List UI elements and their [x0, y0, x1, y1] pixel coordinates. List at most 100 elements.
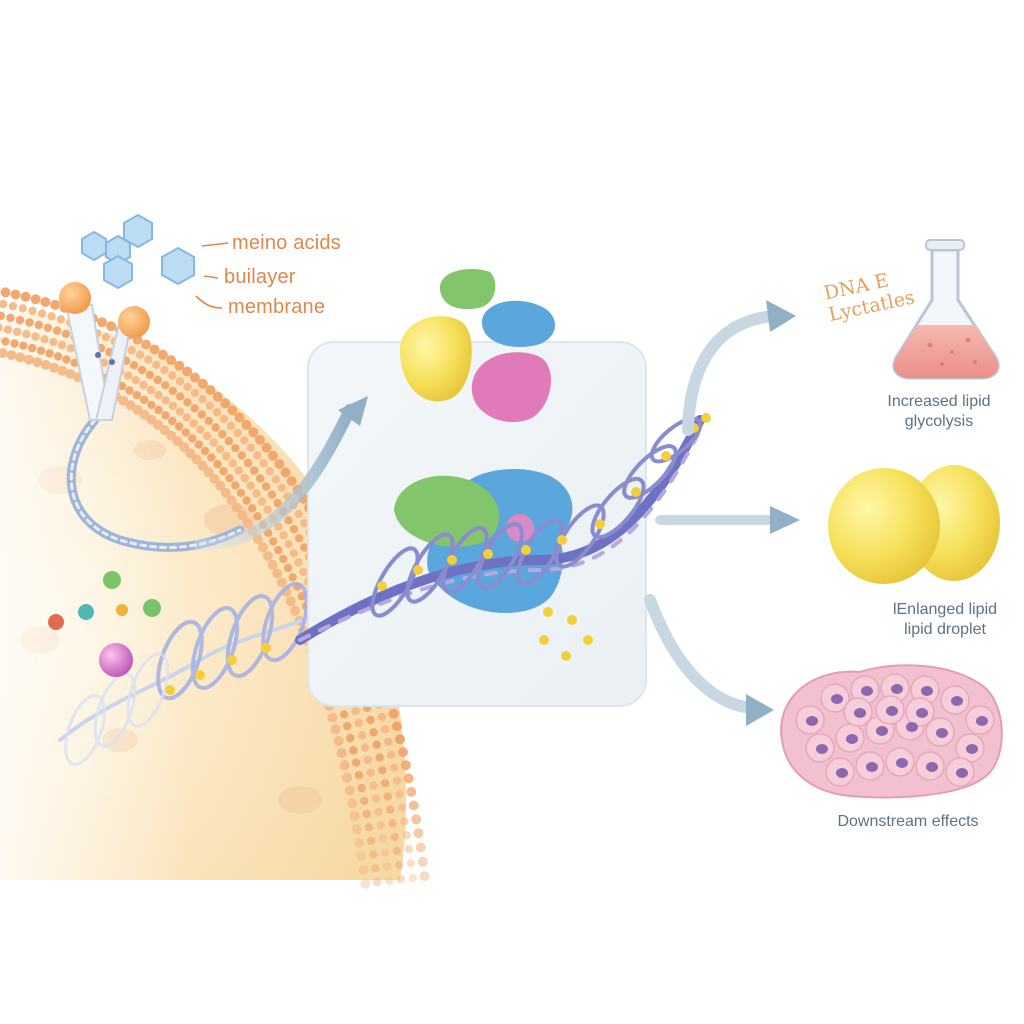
lipid-head [241, 419, 252, 430]
lipid-head [1, 337, 10, 346]
lipid-head [182, 413, 192, 422]
nucleotide-dot [561, 651, 571, 661]
lipid-head [390, 832, 399, 842]
lipid-droplet-icon [828, 465, 1000, 584]
lipid-head [248, 427, 259, 438]
lipid-head [369, 850, 378, 859]
lipid-head [28, 306, 37, 316]
lipid-head [227, 405, 238, 416]
lipid-head [234, 466, 243, 475]
lipid-head [179, 442, 190, 453]
lipid-head [196, 425, 205, 434]
lipid-head [299, 567, 308, 577]
nucleotide-dot [701, 413, 711, 423]
lipid-head [265, 467, 274, 476]
lipid-head [231, 444, 240, 453]
lipid-head [218, 430, 227, 439]
lipid-head [259, 459, 268, 468]
lipid-head [377, 712, 387, 722]
lipid-head [339, 710, 349, 719]
cell-nucleus [976, 716, 988, 726]
cell-nucleus [846, 734, 858, 744]
lipid-head [383, 792, 392, 801]
lipid-head [354, 771, 364, 780]
lipid-head [252, 489, 261, 498]
lipid-head [284, 516, 293, 525]
cell-nucleus [906, 722, 918, 732]
lipid-head [31, 332, 40, 341]
hexagon-molecule-icon [81, 213, 195, 290]
lipid-head [6, 350, 17, 361]
lipid-head [231, 481, 240, 490]
lipid-head [139, 380, 148, 390]
lipid-head [212, 391, 223, 402]
lipid-head [146, 414, 157, 425]
lipid-head [127, 345, 136, 355]
lipid-head [277, 483, 286, 492]
lipid-head [50, 299, 61, 310]
lipid-head [274, 459, 285, 469]
lipid-head [211, 423, 220, 432]
lipid-head [261, 482, 271, 491]
lipid-head [276, 577, 287, 588]
lipid-head [290, 605, 301, 616]
erlenmeyer-flask-icon [892, 239, 1000, 380]
cell-nucleus [891, 684, 903, 694]
lipid-head [364, 823, 374, 832]
lipid-head [15, 352, 26, 363]
lipid-head [152, 360, 161, 369]
lipid-head [34, 320, 43, 330]
lipid-head [257, 497, 267, 506]
lipid-head [175, 377, 185, 386]
lipid-head [204, 416, 213, 426]
lipid-head [378, 834, 388, 844]
lipid-head [243, 458, 253, 468]
lipid-head [226, 495, 237, 506]
lipid-head [57, 365, 68, 376]
lipid-head [284, 540, 293, 549]
lipid-head [357, 731, 367, 740]
lipid-head [366, 715, 375, 725]
lipid-head [372, 740, 381, 749]
cell-nucleus [854, 708, 866, 718]
output-arrows [644, 300, 800, 726]
cell-nucleus [921, 686, 933, 696]
lipid-head [145, 370, 155, 380]
output-label-middle: lEnlanged lipid lipid droplet [892, 601, 998, 638]
nucleotide-dot [557, 535, 567, 545]
lipid-head [176, 392, 185, 401]
lipid-head [40, 359, 51, 370]
lipid-head [118, 395, 129, 406]
lipid-head [256, 474, 265, 483]
lipid-head [137, 365, 147, 375]
nucleotide-dot [413, 565, 423, 575]
lipid-head [215, 445, 225, 454]
cell-nucleus [816, 744, 828, 754]
legend-label-bilayer: builayer [224, 266, 296, 288]
cell-nucleus [831, 694, 843, 704]
lipid-head [342, 772, 353, 783]
lipid-head [189, 419, 198, 428]
lipid-head [398, 747, 408, 758]
lipid-head [387, 750, 396, 759]
lipid-head [168, 416, 177, 426]
lipid-head [18, 304, 27, 313]
lipid-head [190, 388, 200, 398]
lipid-head [408, 800, 419, 811]
lipid-head [203, 467, 214, 478]
nucleotide-dot [165, 685, 175, 695]
lipid-head [234, 412, 245, 423]
lipid-head [219, 466, 228, 476]
lipid-head [132, 404, 143, 415]
lipid-head [144, 355, 153, 364]
lipid-head [347, 798, 358, 809]
small-molecules [48, 571, 161, 677]
lipid-head [261, 442, 272, 453]
lipid-head [408, 873, 417, 882]
cell-nucleus [966, 744, 978, 754]
lipid-head [403, 773, 414, 784]
lipid-head [19, 341, 28, 350]
lipid-head [0, 299, 8, 309]
lipid-head [269, 537, 278, 546]
lipid-head [106, 321, 117, 332]
